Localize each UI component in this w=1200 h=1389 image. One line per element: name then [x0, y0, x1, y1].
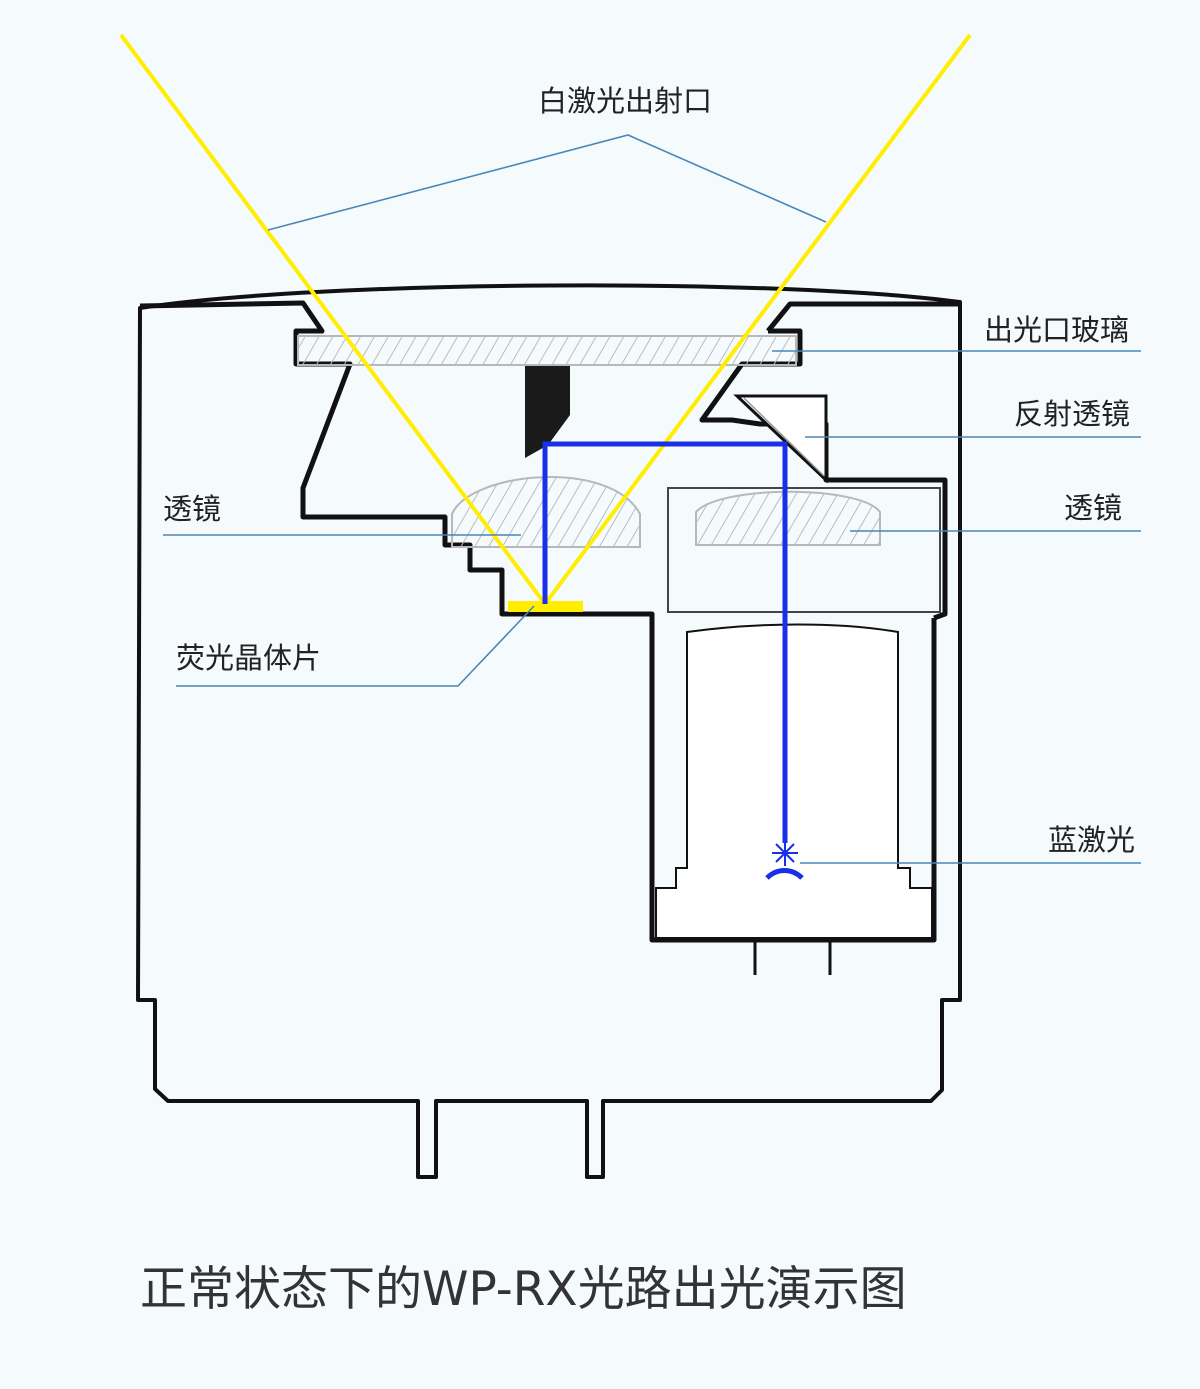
label-blue-laser: 蓝激光 [1048, 823, 1136, 857]
light-blocker [525, 366, 570, 458]
label-lens-left: 透镜 [163, 492, 222, 526]
laser-module [655, 623, 933, 939]
right-lens [695, 490, 881, 546]
white-light-rays [119, 33, 972, 606]
right-lens-frame [667, 487, 941, 613]
reflector-prism [733, 394, 828, 484]
diagram-caption: 正常状态下的WP-RX光路出光演示图 [140, 1262, 907, 1317]
laser-emitter-icon [772, 840, 798, 866]
label-lens-right: 透镜 [1064, 491, 1123, 525]
label-phosphor-chip: 荧光晶体片 [176, 641, 322, 675]
phosphor-chip [508, 601, 583, 612]
laser-reflector-cup [765, 868, 804, 880]
exit-glass [297, 335, 797, 366]
label-reflector-lens: 反射透镜 [1014, 397, 1131, 431]
blue-laser-path [542, 441, 788, 843]
reflector-chamber [699, 301, 958, 621]
leader-lines [163, 134, 1141, 864]
lens-chamber [139, 300, 937, 943]
label-exit-glass: 出光口玻璃 [984, 313, 1130, 347]
label-white-laser-exit: 白激光出射口 [538, 84, 713, 118]
